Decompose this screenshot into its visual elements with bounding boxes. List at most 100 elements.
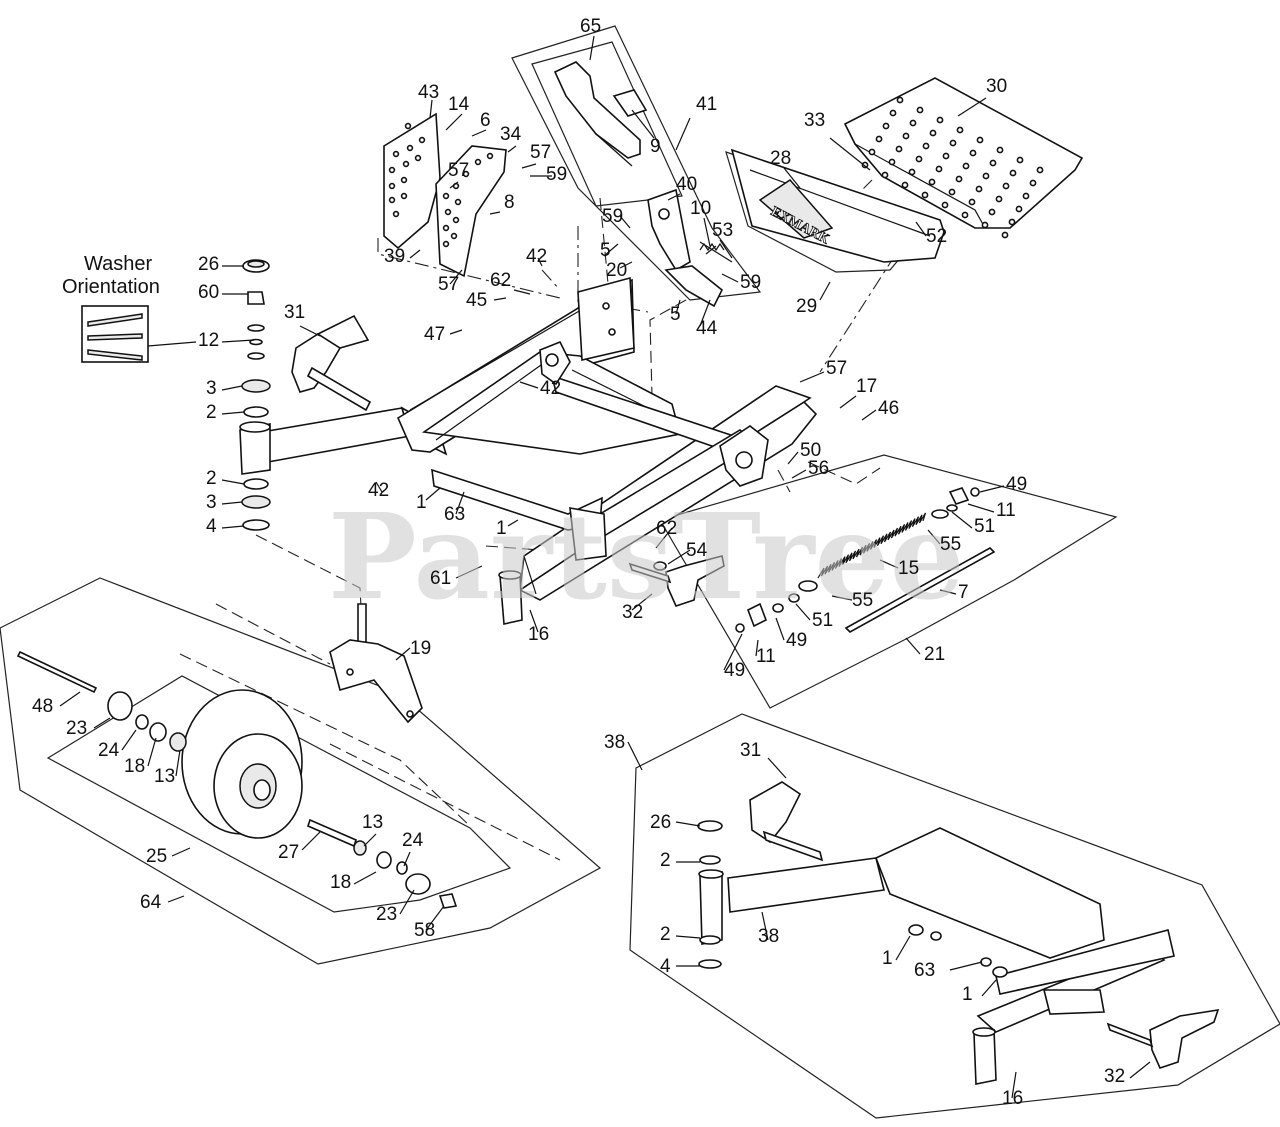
mount-plate-34 <box>435 145 507 278</box>
guide-line <box>329 743 561 861</box>
small-spring-10 <box>699 242 725 252</box>
frame-variant-38 <box>697 781 1220 1085</box>
guide-line <box>807 461 881 485</box>
callout-2-b: 2 <box>206 468 217 489</box>
callout-1-d: 1 <box>962 984 973 1005</box>
callout-30: 30 <box>986 76 1007 97</box>
callout-24-b: 24 <box>402 830 424 851</box>
callout-8: 8 <box>504 192 515 213</box>
callout-46: 46 <box>878 398 899 419</box>
callout-26-b: 26 <box>650 812 671 833</box>
callout-24: 24 <box>98 740 120 761</box>
callout-49: 49 <box>1006 474 1027 495</box>
callout-32-b: 32 <box>1104 1066 1125 1087</box>
callout-27: 27 <box>278 842 299 863</box>
callout-2-d: 2 <box>660 924 671 945</box>
callout-40: 40 <box>676 174 697 195</box>
callout-7: 7 <box>958 582 969 603</box>
callout-21: 21 <box>924 644 945 665</box>
callout-18: 18 <box>124 756 145 777</box>
inset-title-line-1: Washer <box>84 253 153 275</box>
wheel-hardware <box>107 691 458 909</box>
callout-49-b: 49 <box>786 630 807 651</box>
wheel-inner-outline <box>46 675 512 913</box>
main-frame <box>261 276 818 601</box>
callout-58: 58 <box>414 920 435 941</box>
callout-47: 47 <box>424 324 445 345</box>
callout-38: 38 <box>604 732 625 753</box>
callout-17: 17 <box>856 376 877 397</box>
callout-48: 48 <box>32 696 53 717</box>
inset-title-line-2: Orientation <box>62 276 160 298</box>
guide-line <box>255 534 363 627</box>
callout-62: 62 <box>490 270 511 291</box>
callout-23-b: 23 <box>376 904 397 925</box>
callout-56: 56 <box>808 458 829 479</box>
callout-32: 32 <box>622 602 643 623</box>
callout-20: 20 <box>606 260 627 281</box>
callout-12: 12 <box>198 330 219 351</box>
mount-plate-14 <box>383 112 441 250</box>
callout-52: 52 <box>926 226 947 247</box>
callout-28: 28 <box>770 148 791 169</box>
callout-34: 34 <box>500 124 522 145</box>
bearing-stack-left <box>241 259 271 531</box>
callout-29: 29 <box>796 296 817 317</box>
callout-10: 10 <box>690 198 711 219</box>
callout-49-c: 49 <box>724 660 745 681</box>
idler-arm-32 <box>628 555 725 607</box>
guide-line <box>215 603 331 665</box>
watermark: PartsTree <box>328 487 965 626</box>
guide-line <box>649 299 687 397</box>
callout-59-b: 59 <box>740 272 761 293</box>
callout-57-c: 57 <box>438 274 459 295</box>
pedal-group-outline <box>511 25 762 301</box>
washer-orientation-inset <box>81 305 197 363</box>
callout-33: 33 <box>804 110 825 131</box>
callout-14: 14 <box>448 94 470 115</box>
callout-6: 6 <box>480 110 491 131</box>
guide-line <box>377 238 561 299</box>
callout-labels: 65 43 14 6 34 57 59 9 41 30 33 28 40 10 … <box>32 16 1125 1109</box>
wheel-group-outline <box>0 577 602 965</box>
callout-61: 61 <box>430 568 451 589</box>
guide-line <box>179 653 471 827</box>
callout-1-b: 1 <box>496 518 507 539</box>
callout-38-b: 38 <box>758 926 779 947</box>
rod-7 <box>844 547 996 633</box>
callout-13-b: 13 <box>362 812 383 833</box>
callout-16: 16 <box>528 624 549 645</box>
callout-42: 42 <box>526 246 547 267</box>
spring-15 <box>817 512 927 579</box>
callout-3-b: 3 <box>206 492 217 513</box>
callout-9: 9 <box>650 136 661 157</box>
callout-39: 39 <box>384 246 405 267</box>
callout-57-d: 57 <box>826 358 847 379</box>
callout-3: 3 <box>206 378 217 399</box>
caster-housing <box>239 421 271 475</box>
axle-27 <box>307 818 357 848</box>
callout-51-b: 51 <box>812 610 833 631</box>
callout-63-b: 63 <box>914 960 935 981</box>
leader-lines <box>59 35 1151 1099</box>
pedal-inner-outline <box>531 41 683 207</box>
callout-4-b: 4 <box>660 956 671 977</box>
callout-43: 43 <box>418 82 439 103</box>
callout-41: 41 <box>696 94 717 115</box>
callout-16-b: 16 <box>1002 1088 1023 1109</box>
callout-59: 59 <box>546 164 567 185</box>
callout-2-c: 2 <box>660 850 671 871</box>
callout-13: 13 <box>154 766 175 787</box>
callout-57: 57 <box>530 142 551 163</box>
callout-31: 31 <box>284 302 305 323</box>
callout-2: 2 <box>206 402 217 423</box>
fork-group-outline <box>629 713 1280 1119</box>
callout-26: 26 <box>198 254 219 275</box>
callout-1: 1 <box>416 492 427 513</box>
callout-5-b: 5 <box>670 304 681 325</box>
callout-4: 4 <box>206 516 217 537</box>
callout-57-b: 57 <box>448 160 469 181</box>
callout-65: 65 <box>580 16 601 37</box>
spring-group-outline <box>659 454 1118 709</box>
